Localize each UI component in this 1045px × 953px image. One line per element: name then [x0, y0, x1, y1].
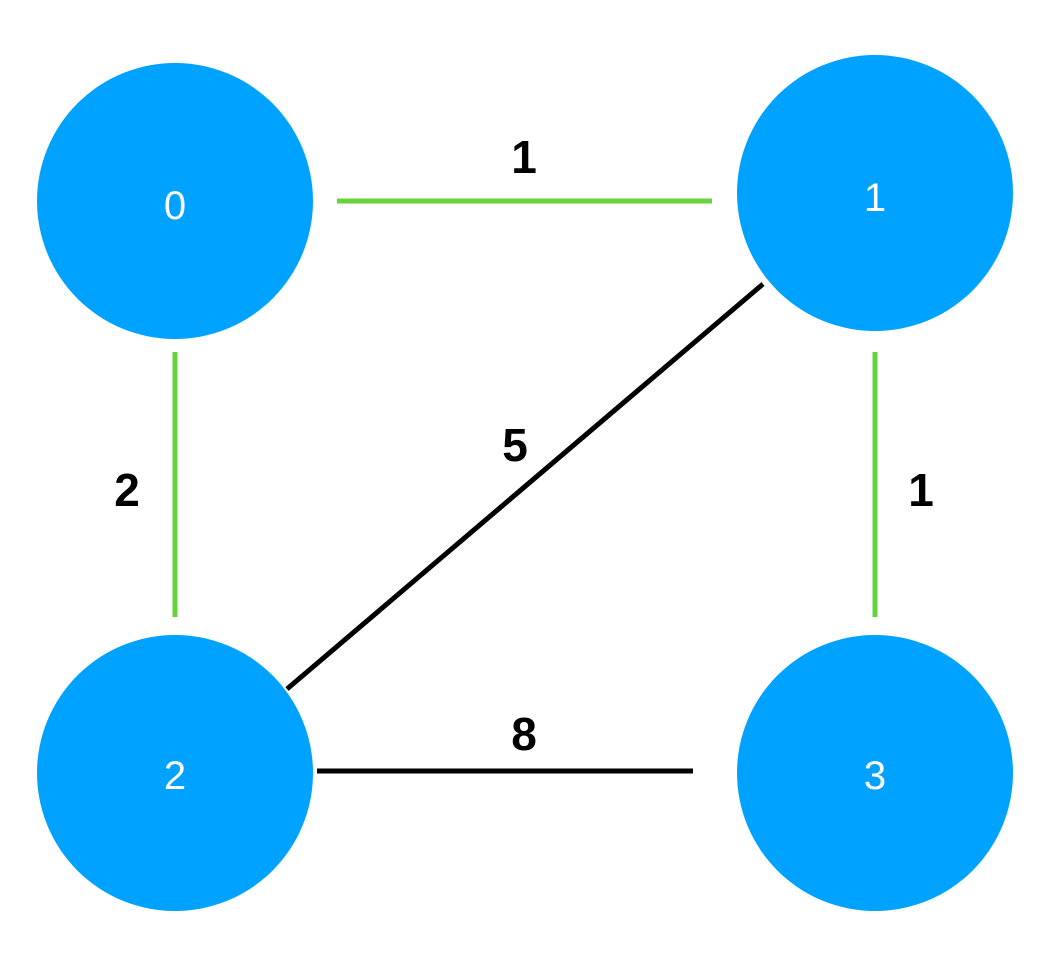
node-0-circle — [37, 63, 313, 339]
edge-weight-0-2: 2 — [114, 464, 140, 516]
node-1: 1 — [737, 55, 1013, 331]
node-3: 3 — [737, 635, 1013, 911]
edge-weight-0-1: 1 — [511, 131, 537, 183]
edge-weight-2-3: 8 — [511, 708, 537, 760]
node-2-circle — [37, 635, 313, 911]
node-0: 0 — [37, 63, 313, 339]
edge-weight-1-2: 5 — [502, 419, 528, 471]
edge-weight-1-3: 1 — [908, 464, 934, 516]
node-2-label: 2 — [164, 754, 186, 798]
node-1-label: 1 — [864, 176, 886, 220]
node-3-circle — [737, 635, 1013, 911]
edge-1-2 — [285, 282, 765, 691]
node-3-label: 3 — [864, 754, 886, 798]
node-0-label: 0 — [164, 184, 186, 228]
node-2: 2 — [37, 635, 313, 911]
node-1-circle — [737, 55, 1013, 331]
